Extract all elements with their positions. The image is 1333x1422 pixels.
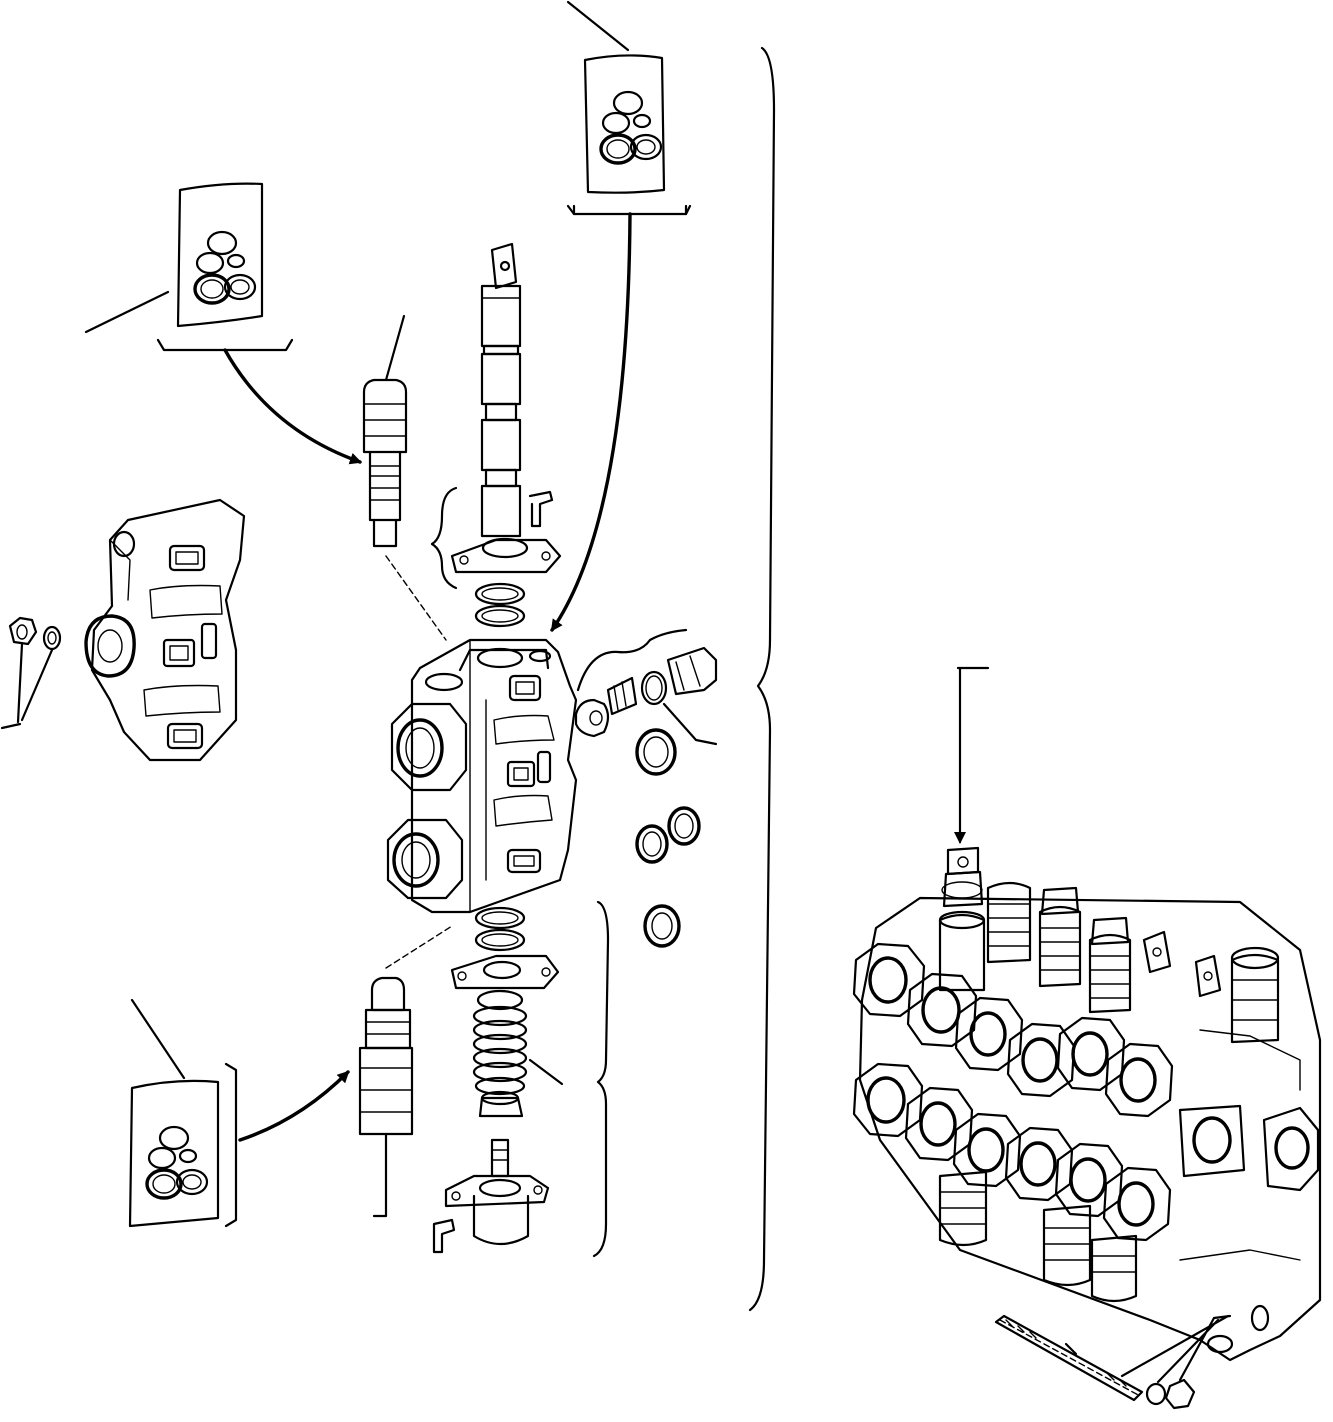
- relief-valve-upper: [362, 314, 447, 641]
- loose-o-rings: [635, 728, 701, 948]
- valve-bank-assembly: [852, 666, 1322, 1410]
- valve-section-body: [386, 638, 578, 914]
- end-cover: [0, 498, 246, 762]
- spring-assembly: [432, 900, 610, 1258]
- seal-kit-top: [550, 0, 692, 632]
- seal-kit-left-upper: [84, 182, 362, 465]
- assembly-brace: [748, 46, 776, 1312]
- spool-assembly: [430, 242, 562, 628]
- check-valve: [574, 628, 718, 746]
- relief-valve-lower: [358, 925, 453, 1218]
- seal-kit-left-lower: [128, 998, 350, 1228]
